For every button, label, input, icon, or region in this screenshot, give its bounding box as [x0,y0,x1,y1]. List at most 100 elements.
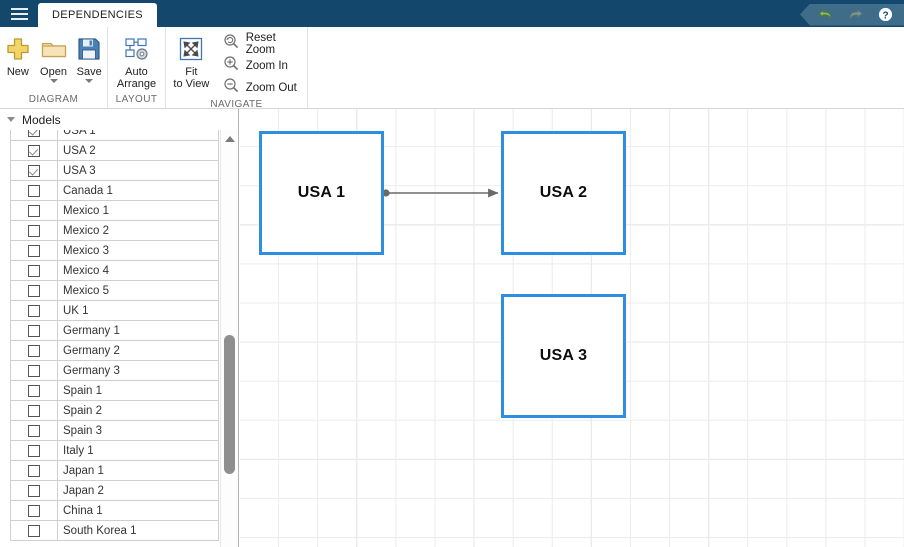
model-checkbox-cell[interactable] [11,301,58,320]
model-list-row[interactable]: China 1 [10,501,219,521]
model-list-row[interactable]: USA 3 [10,161,219,181]
model-checkbox-cell[interactable] [11,201,58,220]
model-name-label: Germany 3 [63,364,120,377]
checkbox-unchecked-icon[interactable] [28,504,40,517]
model-list-row[interactable]: Italy 1 [10,441,219,461]
zoom-in-button[interactable]: Zoom In [217,55,307,77]
new-button[interactable]: New [0,31,36,78]
checkbox-unchecked-icon[interactable] [28,264,40,277]
quick-access-toolbar: ? [800,3,904,26]
checkbox-unchecked-icon[interactable] [28,364,40,377]
model-checkbox-cell[interactable] [11,130,58,140]
checkbox-unchecked-icon[interactable] [28,204,40,217]
checkbox-unchecked-icon[interactable] [28,184,40,197]
model-checkbox-cell[interactable] [11,501,58,520]
model-list-row[interactable]: Japan 2 [10,481,219,501]
model-checkbox-cell[interactable] [11,241,58,260]
tab-dependencies[interactable]: DEPENDENCIES [38,3,157,27]
checkbox-unchecked-icon[interactable] [28,324,40,337]
models-list-scrollbar[interactable] [220,130,238,547]
model-checkbox-cell[interactable] [11,441,58,460]
undo-button[interactable] [816,5,835,24]
model-name-label: Mexico 3 [63,244,110,257]
scroll-up-arrow-icon[interactable] [224,136,235,142]
model-checkbox-cell[interactable] [11,261,58,280]
model-checkbox-cell[interactable] [11,141,58,160]
model-list-row[interactable]: USA 2 [10,141,219,161]
model-name-label: China 1 [63,504,103,517]
checkbox-checked-icon[interactable] [28,164,40,177]
model-list-row[interactable]: Mexico 3 [10,241,219,261]
reset-zoom-button[interactable]: Reset Zoom [217,32,307,56]
model-list-row[interactable]: USA 1 [10,130,219,141]
collapse-triangle-icon[interactable] [7,117,15,122]
help-button[interactable]: ? [876,5,895,24]
model-list-row[interactable]: Germany 2 [10,341,219,361]
redo-button[interactable] [846,5,865,24]
model-checkbox-cell[interactable] [11,461,58,480]
model-list-row[interactable]: Germany 3 [10,361,219,381]
checkbox-unchecked-icon[interactable] [28,444,40,457]
diagram-node-label: USA 1 [297,184,346,201]
model-checkbox-cell[interactable] [11,361,58,380]
checkbox-unchecked-icon[interactable] [28,284,40,297]
checkbox-unchecked-icon[interactable] [28,344,40,357]
open-button[interactable]: Open [36,31,72,83]
checkbox-unchecked-icon[interactable] [28,244,40,257]
auto-arrange-button[interactable]: Auto Arrange [109,31,165,90]
model-checkbox-cell[interactable] [11,481,58,500]
ribbon-group-layout: Auto Arrange LAYOUT [108,27,166,108]
checkbox-unchecked-icon[interactable] [28,384,40,397]
model-checkbox-cell[interactable] [11,381,58,400]
model-list-row[interactable]: Mexico 1 [10,201,219,221]
scrollbar-thumb[interactable] [224,335,235,474]
checkbox-unchecked-icon[interactable] [28,464,40,477]
model-list-row[interactable]: Mexico 4 [10,261,219,281]
checkbox-unchecked-icon[interactable] [28,404,40,417]
model-list-row[interactable]: Spain 1 [10,381,219,401]
model-checkbox-cell[interactable] [11,221,58,240]
model-list-row[interactable]: Mexico 2 [10,221,219,241]
model-list-row[interactable]: Spain 3 [10,421,219,441]
model-checkbox-cell[interactable] [11,401,58,420]
model-list-row[interactable]: Mexico 5 [10,281,219,301]
model-list-row[interactable]: Canada 1 [10,181,219,201]
model-name-label: Mexico 1 [63,204,110,217]
model-list-row[interactable]: Germany 1 [10,321,219,341]
diagram-node-usa1[interactable]: USA 1 [259,131,384,255]
fit-to-view-button[interactable]: Fit to View [166,31,217,90]
model-name-label: Spain 1 [63,384,103,397]
model-checkbox-cell[interactable] [11,421,58,440]
checkbox-checked-icon[interactable] [28,130,40,137]
model-checkbox-cell[interactable] [11,521,58,540]
fit-to-view-button-label: Fit to View [173,66,210,90]
diagram-node-usa3[interactable]: USA 3 [501,294,626,418]
model-checkbox-cell[interactable] [11,281,58,300]
question-mark-icon: ? [877,6,894,23]
model-checkbox-cell[interactable] [11,321,58,340]
hamburger-menu-button[interactable] [0,0,38,27]
model-list-row[interactable]: Spain 2 [10,401,219,421]
model-checkbox-cell[interactable] [11,181,58,200]
save-dropdown-caret-icon[interactable] [85,79,94,83]
checkbox-unchecked-icon[interactable] [28,524,40,537]
model-list-row[interactable]: South Korea 1 [10,521,219,541]
dependency-diagram-canvas[interactable]: USA 1 USA 2 USA 3 [240,109,904,547]
checkbox-unchecked-icon[interactable] [28,304,40,317]
checkbox-unchecked-icon[interactable] [28,224,40,237]
dependency-edge-usa1-to-usa2[interactable] [382,188,499,198]
model-name-label: Japan 2 [63,484,104,497]
checkbox-unchecked-icon[interactable] [28,424,40,437]
open-dropdown-caret-icon[interactable] [49,79,58,83]
checkbox-checked-icon[interactable] [28,144,40,157]
model-list-row[interactable]: UK 1 [10,301,219,321]
diagram-node-usa2[interactable]: USA 2 [501,131,626,255]
model-checkbox-cell[interactable] [11,161,58,180]
model-checkbox-cell[interactable] [11,341,58,360]
save-button[interactable]: Save [71,31,107,83]
new-button-label: New [6,66,29,78]
zoom-out-button[interactable]: Zoom Out [217,77,307,99]
checkbox-unchecked-icon[interactable] [28,484,40,497]
model-list-row[interactable]: Japan 1 [10,461,219,481]
